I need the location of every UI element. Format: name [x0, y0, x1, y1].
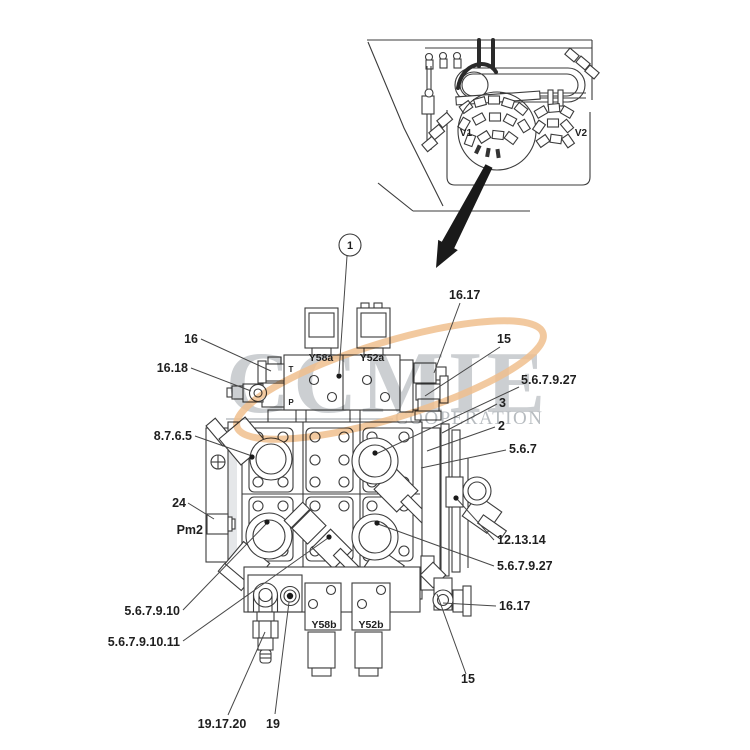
- v2-valve-cluster: [531, 47, 600, 149]
- callout-5-6-7-9-10-11: 5.6.7.9.10.11: [108, 635, 180, 649]
- balloon-1-label: 1: [347, 240, 353, 252]
- callout-8-7-6-5: 8.7.6.5: [154, 429, 192, 443]
- callout-16-18: 16.18: [157, 361, 188, 375]
- callout-12-13-14: 12.13.14: [497, 533, 546, 547]
- solenoid-y58a: [304, 307, 339, 356]
- solenoid-y52a: [356, 302, 391, 356]
- watermark: CCMIE COOPERATION: [226, 317, 547, 443]
- solenoid-label-y58b: Y58b: [311, 619, 336, 631]
- callout-15-top: 15: [497, 332, 511, 346]
- port-label-t: T: [289, 365, 294, 374]
- solenoid-label-y58a: Y58a: [309, 352, 334, 364]
- v1-label: V1: [460, 128, 473, 139]
- solenoid-label-y52a: Y52a: [360, 352, 385, 364]
- callout-19-17-20: 19.17.20: [198, 717, 247, 731]
- elbow-fitting-8-7-6-5: [205, 416, 293, 481]
- watermark-swoosh: [233, 317, 547, 443]
- callout-24: 24: [172, 496, 186, 510]
- callout-15-bottom: 15: [461, 672, 475, 686]
- callouts: 1 Y58a Y52a Y58b Y52b 16 16.18 8.7.6.5 2…: [108, 233, 577, 731]
- elbow-fitting-12-13-14: [445, 476, 508, 540]
- bottom-manifold: [243, 566, 421, 677]
- fitting-16: [257, 356, 285, 384]
- solenoid-label-y52b: Y52b: [358, 619, 383, 631]
- pm2-port-block: [206, 513, 236, 535]
- balloon-1: 1: [336, 233, 362, 379]
- v1-valve-cluster: [455, 90, 541, 171]
- callout-19: 19: [266, 717, 280, 731]
- callout-5-6-7: 5.6.7: [509, 442, 537, 456]
- callout-2: 2: [498, 419, 505, 433]
- callout-5-6-7-9-27-top: 5.6.7.9.27: [521, 373, 577, 387]
- v2-label: V2: [575, 128, 588, 139]
- location-inset: V1 V2: [367, 38, 600, 268]
- callout-pm2: Pm2: [177, 523, 203, 537]
- fitting-16-17-top: [399, 359, 449, 421]
- callout-3: 3: [499, 396, 506, 410]
- callout-16-17-bottom: 16.17: [499, 599, 530, 613]
- callout-16: 16: [184, 332, 198, 346]
- port-label-p: P: [288, 398, 294, 407]
- pointer-arrow: [436, 164, 493, 268]
- callout-16-17-top: 16.17: [449, 288, 480, 302]
- callout-5-6-7-9-27-mid: 5.6.7.9.27: [497, 559, 553, 573]
- valve-drawing: T P: [205, 302, 508, 677]
- callout-5-6-7-9-10: 5.6.7.9.10: [124, 604, 180, 618]
